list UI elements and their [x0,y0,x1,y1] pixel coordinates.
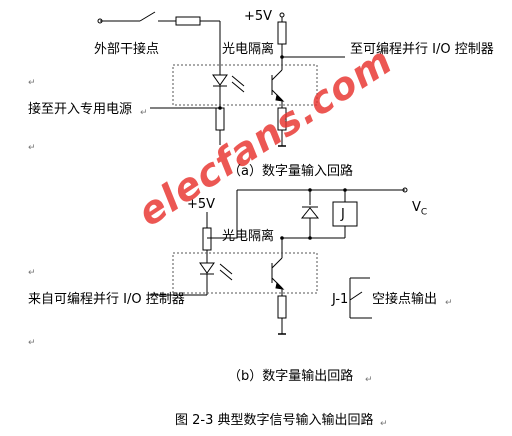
label-supply-b: +5V [187,197,216,212]
label-supply-a: +5V [244,9,273,24]
label-vc: VC [412,200,427,221]
return-mark: ↵ [28,143,36,153]
label-to-controller: 至可编程并行 I/O 控制器 [350,42,494,57]
light-arrow-a1 [231,75,245,87]
label-vc-sub: C [420,207,428,218]
return-mark: ↵ [340,170,348,180]
return-mark: ↵ [140,108,148,118]
label-relay-contact: J-1 [332,292,349,307]
caption-b: （b）数字量输出回路 [228,369,354,384]
label-relay: J [341,207,345,222]
led-b [199,262,215,274]
freewheel-diode [300,207,320,219]
label-power-source: 接至开入专用电源 [28,102,133,117]
light-arrow-a2 [231,81,245,93]
resistor-a-pullup [277,21,287,45]
led-a [212,74,228,86]
label-vc-main: V [412,200,421,215]
label-optocoupler-a: 光电隔离 [222,42,275,57]
terminal-a-left [97,18,103,24]
relay-contact-switch [349,291,363,301]
label-from-controller: 来自可编程并行 I/O 控制器 [28,292,185,307]
resistor-b-emitter [277,295,287,319]
caption-a: （a）数字量输入回路 [228,164,353,179]
isolation-box-a [172,64,318,106]
relay-coil [332,201,358,227]
return-mark: ↵ [28,78,36,88]
return-mark: ↵ [380,419,388,429]
label-external-contact: 外部干接点 [94,42,160,57]
dry-contact-switch [139,11,156,22]
isolation-box-b [172,252,318,294]
terminal-a-5v [279,12,285,18]
return-mark: ↵ [28,268,36,278]
return-mark: ↵ [445,298,453,308]
light-arrow-b1 [219,263,233,275]
resistor-a-bottom [215,107,225,131]
light-arrow-b2 [219,269,233,281]
return-mark: ↵ [365,375,373,385]
figure-title: 图 2-3 典型数字信号输入输出回路 [175,413,374,428]
return-mark: ↵ [28,338,36,348]
label-dry-contact-output: 空接点输出 [372,292,438,307]
label-optocoupler-b: 光电隔离 [222,229,275,244]
resistor-a-top [175,16,201,26]
resistor-b-input [202,227,212,251]
terminal-vc [402,187,408,193]
